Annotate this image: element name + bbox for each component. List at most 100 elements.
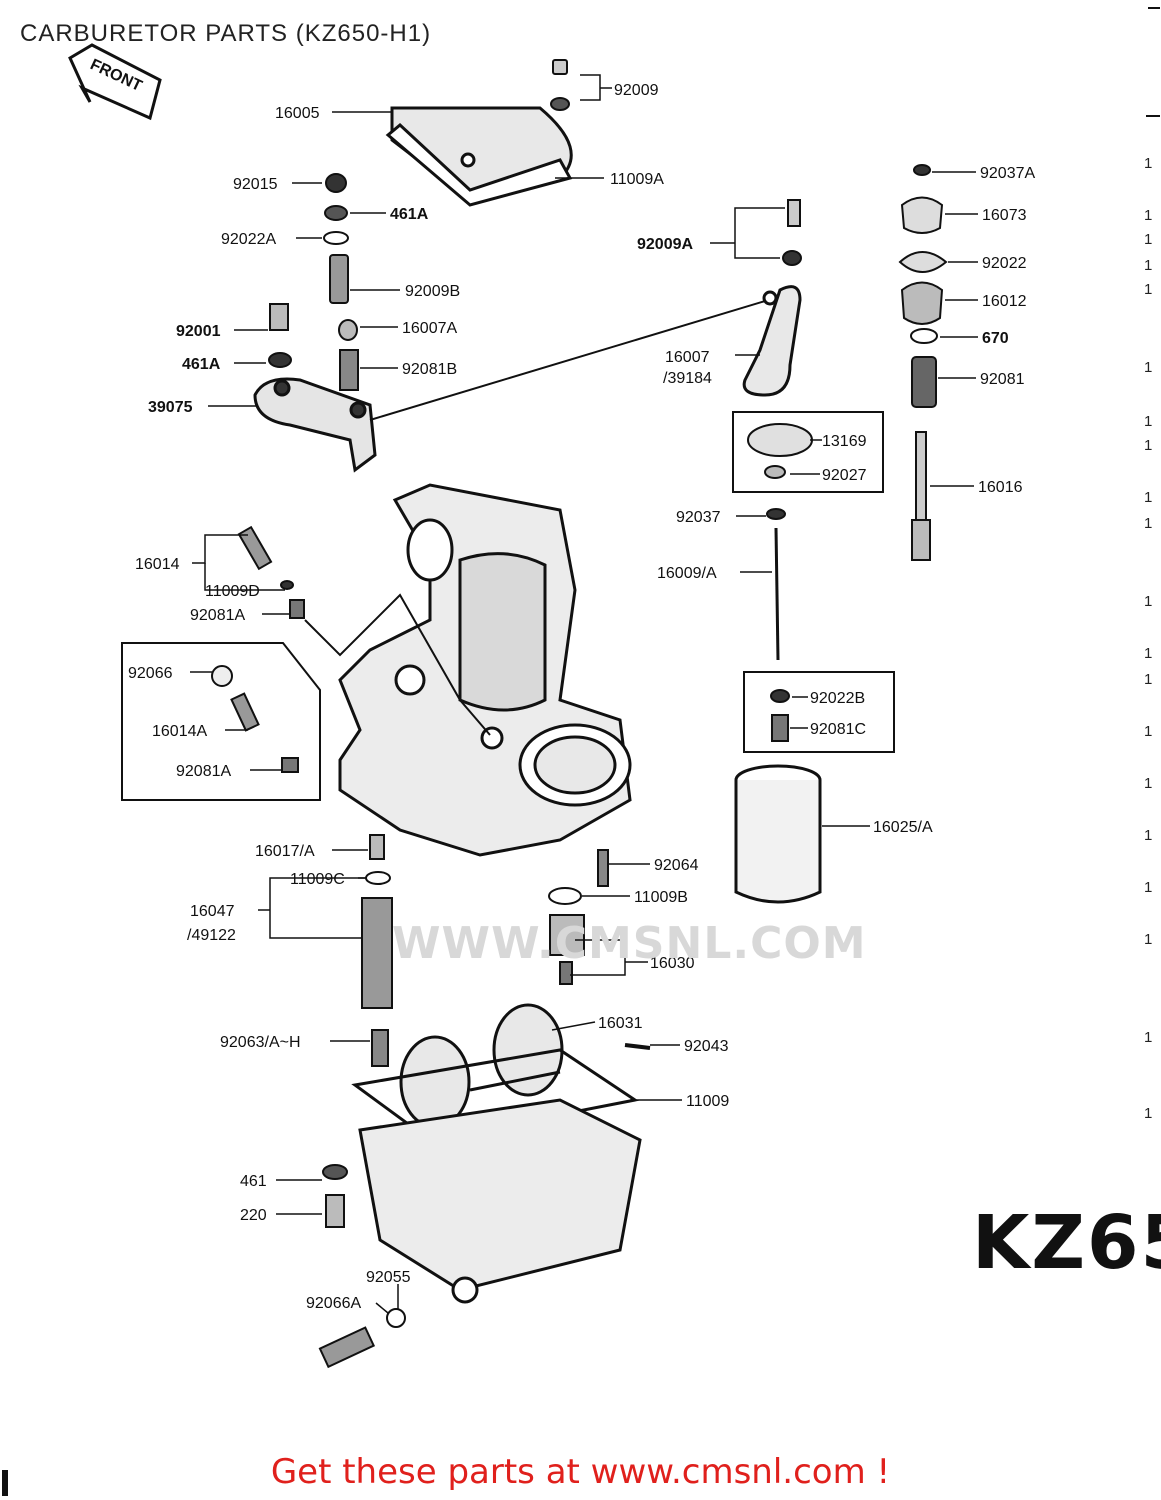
promo-banner: Get these parts at www.cmsnl.com ! (0, 1452, 1161, 1492)
pilot-screw-16014A-part (211, 665, 299, 773)
side-fragment-2: 1 (1144, 207, 1152, 224)
callout-92081B: 92081B (402, 361, 457, 378)
callout-11009B: 11009B (634, 889, 688, 906)
callout-16012: 16012 (982, 293, 1027, 310)
top-cover-part (385, 106, 573, 207)
callout-92081: 92081 (980, 371, 1025, 388)
right-stack-parts (898, 164, 948, 561)
left-stack-parts (268, 173, 359, 391)
callout-16014: 16014 (135, 556, 180, 573)
small-spring-92081C-part (770, 689, 790, 742)
callout-16030: 16030 (650, 955, 695, 972)
callout-16016: 16016 (978, 479, 1023, 496)
callout-92037A: 92037A (980, 165, 1035, 182)
side-fragment-16: 1 (1144, 827, 1152, 844)
side-fragment-4: 1 (1144, 257, 1152, 274)
callout-16073: 16073 (982, 207, 1027, 224)
callout-16007: 16007 (665, 349, 710, 366)
callout-92063: 92063/A~H (220, 1034, 301, 1051)
side-fragment-10: 1 (1144, 515, 1152, 532)
callout-92015: 92015 (233, 176, 278, 193)
side-fragment-1: 1 (1144, 155, 1152, 172)
plate-13169-part (747, 423, 813, 479)
side-fragment-18: 1 (1144, 931, 1152, 948)
callout-16017A: 16017/A (255, 843, 315, 860)
callout-16014A: 16014A (152, 723, 207, 740)
callout-92066A: 92066A (306, 1295, 361, 1312)
callout-461: 461 (240, 1173, 267, 1190)
group-box-16014A (121, 642, 321, 801)
callout-16031: 16031 (598, 1015, 643, 1032)
callout-670: 670 (982, 330, 1009, 347)
clipped-index-column: 1 1 1 1 1 1 1 1 1 1 1 1 1 1 1 1 1 1 1 1 (1144, 7, 1160, 1122)
side-fragment-11: 1 (1144, 593, 1152, 610)
side-fragment-5: 1 (1144, 281, 1152, 298)
lever-arm-39075 (253, 377, 377, 473)
front-arrow-badge: FRONT (68, 43, 162, 121)
callout-16047: 16047 (190, 903, 235, 920)
callout-92037: 92037 (676, 509, 721, 526)
side-fragment-8: 1 (1144, 437, 1152, 454)
callout-92009A: 92009A (637, 236, 693, 253)
float-pin-92043 (624, 1043, 651, 1050)
callout-92027: 92027 (822, 467, 867, 484)
callout-11009C: 11009C (290, 871, 345, 888)
callout-92022B: 92022B (810, 690, 865, 707)
screw-92009-part (550, 59, 570, 111)
side-fragment-19: 1 (1144, 1029, 1152, 1046)
callout-16025A: 16025/A (873, 819, 933, 836)
callout-13169: 13169 (822, 433, 867, 450)
side-fragment-20: 1 (1144, 1105, 1152, 1122)
side-fragment-17: 1 (1144, 879, 1152, 896)
callout-92055: 92055 (366, 1269, 411, 1286)
callout-labels: 92009 16005 11009A 92015 461A 92022A 920… (128, 82, 1035, 1312)
group-box-92022B (743, 671, 895, 753)
float-bowl (351, 1048, 642, 1304)
callout-49122: /49122 (187, 927, 236, 944)
promo-link[interactable]: Get these parts at www.cmsnl.com ! (270, 1452, 891, 1492)
side-fragment-3: 1 (1144, 231, 1152, 248)
model-mark: KZ65 (972, 1200, 1161, 1286)
link-line (369, 297, 776, 421)
callout-92043: 92043 (684, 1038, 729, 1055)
callout-16005: 16005 (275, 105, 320, 122)
piston-cover-16007 (742, 285, 802, 397)
side-fragment-7: 1 (1144, 413, 1152, 430)
page-title: CARBURETOR PARTS (KZ650-H1) (20, 20, 432, 47)
side-fragment-13: 1 (1144, 671, 1152, 688)
screw-92009A-part (782, 199, 802, 266)
group-box-13169 (732, 411, 884, 493)
assembly-line-16014 (304, 593, 491, 736)
callout-220: 220 (240, 1207, 267, 1224)
callout-92022A: 92022A (221, 231, 276, 248)
jet-needle-16009 (766, 508, 786, 661)
callout-16009A: 16009/A (657, 565, 717, 582)
leader-lines (190, 74, 978, 1314)
drain-screw-parts (318, 1164, 406, 1369)
side-fragment-6: 1 (1144, 359, 1152, 376)
callout-39075: 39075 (148, 399, 193, 416)
side-fragment-9: 1 (1144, 489, 1152, 506)
throttle-slide-16025 (734, 764, 822, 904)
callout-11009D: 11009D (205, 583, 260, 600)
callout-461A-top: 461A (390, 206, 429, 223)
page-edge-mark (2, 1470, 8, 1496)
pilot-screw-16014-part (237, 525, 305, 619)
callout-461A-left: 461A (182, 356, 221, 373)
callout-92081A: 92081A (190, 607, 245, 624)
watermark-text: WWW.CMSNL.COM (392, 918, 867, 969)
callout-39184: /39184 (663, 370, 712, 387)
callout-92066: 92066 (128, 665, 173, 682)
side-fragment-14: 1 (1144, 723, 1152, 740)
callout-92022: 92022 (982, 255, 1027, 272)
callout-92001: 92001 (176, 323, 221, 340)
side-fragment-15: 1 (1144, 775, 1152, 792)
callout-11009A: 11009A (610, 171, 664, 188)
callout-92064: 92064 (654, 857, 699, 874)
carburetor-body (338, 483, 632, 857)
lower-jet-parts (361, 834, 609, 1067)
callout-92009: 92009 (614, 82, 659, 99)
callout-11009: 11009 (686, 1093, 729, 1110)
callout-92009B: 92009B (405, 283, 460, 300)
